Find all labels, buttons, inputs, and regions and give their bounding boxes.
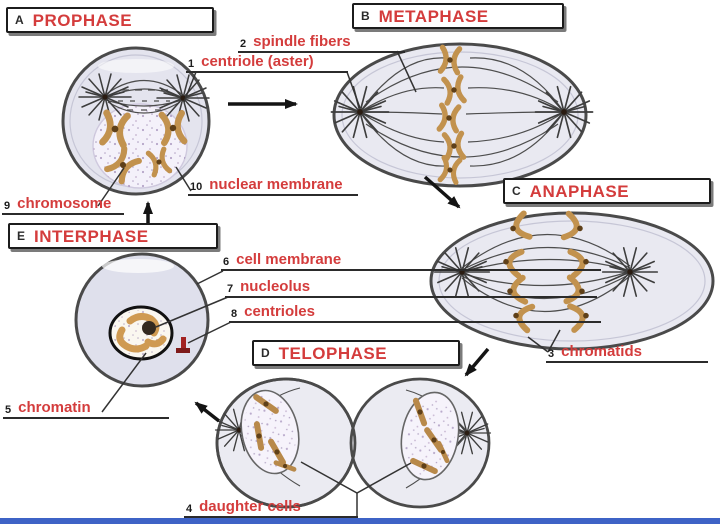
cell-highlight xyxy=(102,259,174,273)
label-number: 7 xyxy=(227,282,234,295)
phase-box-telophase: D TELOPHASE xyxy=(252,340,460,366)
label-text: centrioles xyxy=(244,303,315,320)
metaphase-spindle-fibers xyxy=(359,57,565,167)
phase-letter: A xyxy=(15,13,24,27)
cell-highlight xyxy=(98,59,174,73)
window-bottom-bar xyxy=(0,518,720,524)
phase-letter: E xyxy=(17,229,26,243)
label-text: chromatids xyxy=(561,343,642,360)
label-spindle-fibers: 2 spindle fibers xyxy=(238,34,405,53)
label-number: 10 xyxy=(190,180,203,193)
label-text: nucleolus xyxy=(240,278,311,295)
label-number: 9 xyxy=(4,199,11,212)
label-number: 3 xyxy=(548,347,555,360)
phase-letter: D xyxy=(261,346,270,360)
phase-name: ANAPHASE xyxy=(529,181,630,201)
phase-letter: B xyxy=(361,9,370,23)
label-number: 8 xyxy=(231,307,238,320)
label-nuclear-membrane: 10 nuclear membrane xyxy=(188,177,358,196)
label-number: 4 xyxy=(186,502,193,515)
label-centriole-aster: 1 centriole (aster) xyxy=(186,54,348,73)
label-text: daughter cells xyxy=(199,498,301,515)
label-text: centriole (aster) xyxy=(201,53,314,70)
prophase-cell xyxy=(61,46,211,196)
label-daughter-cells: 4 daughter cells xyxy=(184,499,358,518)
phase-box-interphase: E INTERPHASE xyxy=(8,223,218,249)
phase-box-metaphase: B METAPHASE xyxy=(352,3,564,29)
interphase-centrioles xyxy=(176,337,190,353)
arrow-metaphase-to-anaphase xyxy=(423,175,461,209)
phase-letter: C xyxy=(512,184,521,198)
telophase-cells xyxy=(214,377,492,509)
label-number: 6 xyxy=(223,255,230,268)
phase-name: PROPHASE xyxy=(32,10,133,30)
interphase-cell xyxy=(74,252,210,388)
label-text: nuclear membrane xyxy=(209,176,343,193)
label-number: 2 xyxy=(240,37,247,50)
telophase-right-nucleus xyxy=(400,391,460,481)
arrow-telophase-to-interphase xyxy=(194,401,221,423)
label-number: 5 xyxy=(5,403,12,416)
phase-name: METAPHASE xyxy=(378,6,489,26)
telophase-left-nucleus xyxy=(240,389,300,475)
label-number: 1 xyxy=(188,57,195,70)
label-chromatids: 3 chromatids xyxy=(546,344,708,363)
interphase-nucleolus xyxy=(142,321,156,335)
label-nucleolus: 7 nucleolus xyxy=(225,279,597,298)
anaphase-cell xyxy=(429,213,715,351)
label-chromatin: 5 chromatin xyxy=(3,400,169,419)
metaphase-cell xyxy=(330,42,594,188)
phase-name: INTERPHASE xyxy=(34,226,149,246)
label-text: chromosome xyxy=(17,195,112,212)
phase-box-prophase: A PROPHASE xyxy=(6,7,214,33)
arrow-anaphase-to-telophase xyxy=(464,347,490,377)
phase-box-anaphase: C ANAPHASE xyxy=(503,178,711,204)
label-text: spindle fibers xyxy=(253,33,351,50)
label-text: chromatin xyxy=(18,399,91,416)
label-centrioles: 8 centrioles xyxy=(229,304,601,323)
phase-flow-arrows xyxy=(143,99,490,423)
phase-name: TELOPHASE xyxy=(278,343,388,363)
label-chromosome: 9 chromosome xyxy=(2,196,124,215)
anaphase-spindle-fibers xyxy=(461,233,631,313)
label-text: cell membrane xyxy=(236,251,342,268)
label-connector-lines xyxy=(97,50,561,516)
label-cell-membrane: 6 cell membrane xyxy=(221,252,601,271)
